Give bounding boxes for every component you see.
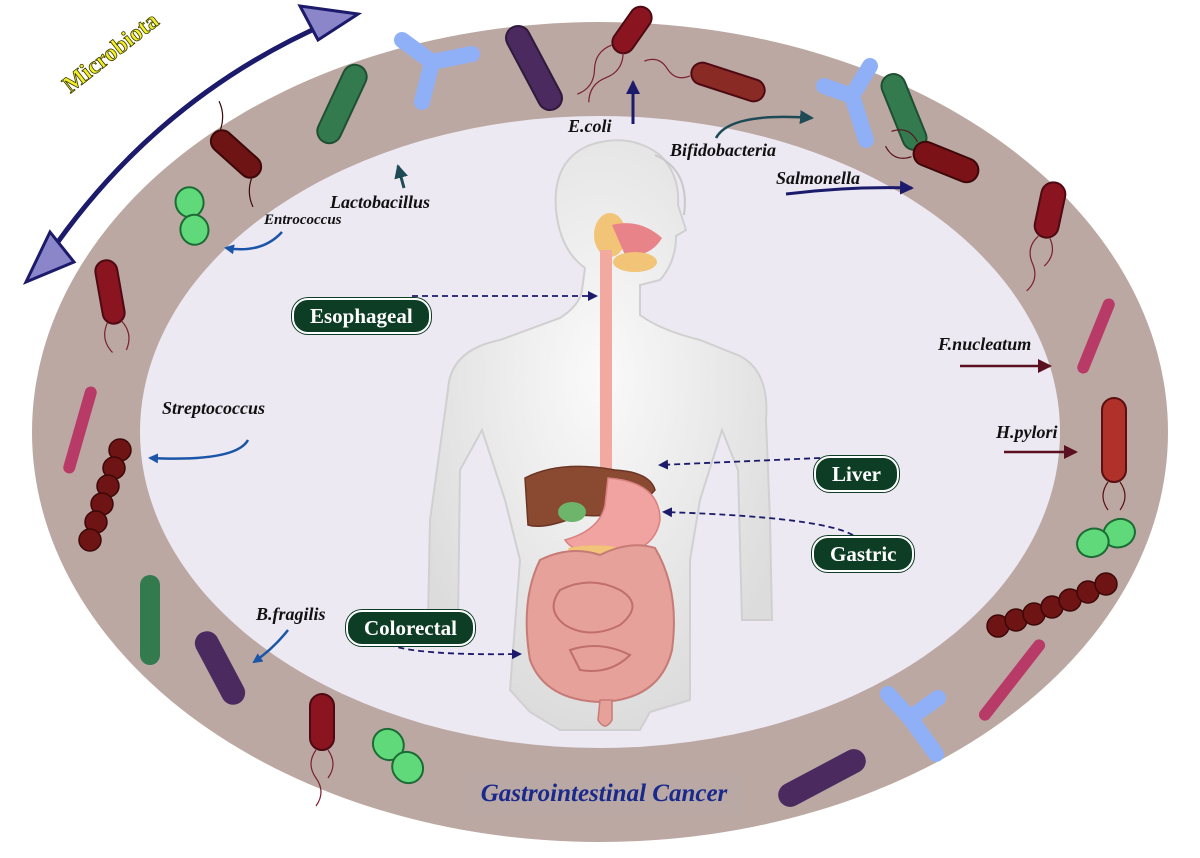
lactobacillus-label: Lactobacillus (330, 192, 430, 212)
flagellated-bacterium-icon (884, 129, 980, 184)
streptococcus-label: Streptococcus (162, 398, 265, 418)
bfragilis-arrow (252, 629, 289, 664)
flagellated-bacterium-icon (1026, 181, 1067, 292)
rod-bacterium-icon (63, 386, 97, 474)
entrococcus-arrow (224, 231, 283, 255)
bacteria-decorations (63, 5, 1136, 807)
rod-bacterium-icon (316, 63, 368, 145)
streptococcus-arrow (148, 439, 250, 464)
rod-bacterium-icon (505, 24, 563, 112)
colorectal-label: Colorectal (346, 610, 475, 646)
bfragilis-label: B.fragilis (256, 604, 326, 624)
rod-bacterium-icon (1077, 298, 1115, 374)
flagellated-bacterium-icon (94, 259, 130, 353)
rod-bacterium-icon (978, 639, 1046, 721)
flagellated-bacterium-icon (577, 5, 653, 103)
diplococcus-icon (371, 727, 425, 785)
bifidobacteria-arrow (714, 110, 814, 139)
antibody-icon (880, 686, 946, 762)
organ-pointer-arrows (379, 291, 861, 660)
bifidobacteria-label: Bifidobacteria (670, 140, 776, 160)
microbiota-cycle-arrow (22, 4, 363, 285)
digestive-system-illustration (524, 213, 675, 727)
entrococcus-label: Entrococcus (264, 212, 342, 228)
esophageal-label: Esophageal (292, 298, 431, 334)
liver-pointer (658, 457, 821, 470)
gastric-label: Gastric (812, 536, 915, 572)
hpylori-label: H.pylori (996, 422, 1058, 442)
streptococcus-chain-icon (986, 572, 1118, 638)
salmonella-arrow (785, 180, 914, 196)
antibody-icon (816, 58, 878, 148)
fnucleatum-label: F.nucleatum (938, 334, 1032, 354)
diplococcus-icon (1076, 517, 1136, 559)
streptococcus-chain-icon (78, 438, 132, 552)
flagellated-bacterium-icon (1101, 397, 1127, 511)
rod-bacterium-icon (140, 575, 160, 665)
rod-bacterium-icon (778, 749, 866, 807)
liver-label: Liver (814, 456, 899, 492)
flagellated-bacterium-icon (209, 100, 263, 208)
antibody-icon (394, 32, 480, 110)
diplococcus-icon (174, 186, 210, 246)
diagram-title: Gastrointestinal Cancer (462, 772, 746, 816)
salmonella-label: Salmonella (776, 168, 861, 188)
lactobacillus-arrow (394, 164, 408, 189)
flagellated-bacterium-icon (309, 693, 335, 807)
bacteria-arrows (148, 80, 1078, 664)
flagellated-bacterium-icon (644, 58, 766, 103)
ecoli-label: E.coli (568, 116, 612, 136)
rod-bacterium-icon (194, 631, 246, 705)
